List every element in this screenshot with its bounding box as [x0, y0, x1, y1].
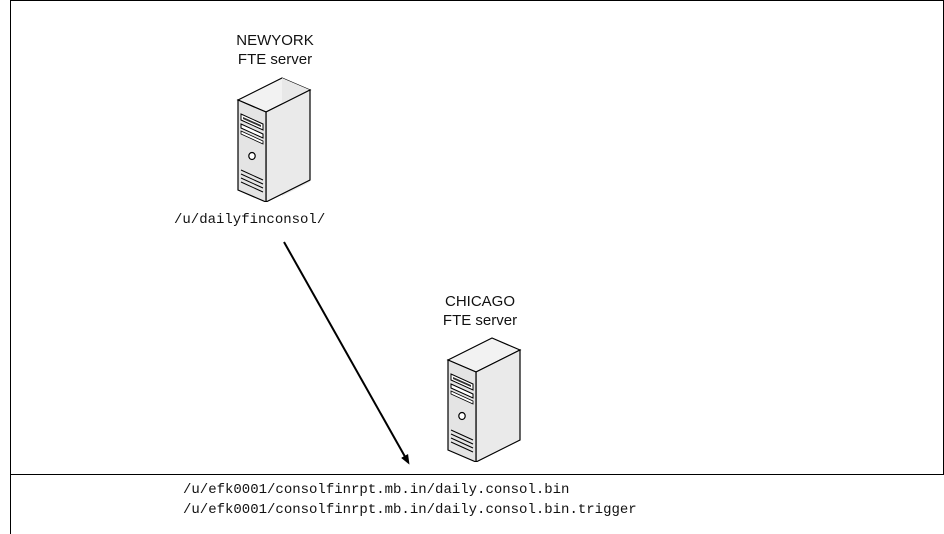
- frame-top-border: [10, 0, 944, 1]
- chicago-server-role: FTE server: [442, 312, 518, 329]
- newyork-server-icon: [232, 72, 314, 203]
- chicago-file-path: /u/efk0001/consolfinrpt.mb.in/daily.cons…: [183, 482, 570, 498]
- frame-bottom-border: [10, 474, 944, 475]
- newyork-server-label: NEWYORK FTE server: [220, 31, 330, 69]
- newyork-server-name: NEWYORK: [236, 32, 314, 49]
- chicago-trigger-file-path: /u/efk0001/consolfinrpt.mb.in/daily.cons…: [183, 502, 637, 518]
- newyork-server-role: FTE server: [237, 51, 313, 68]
- chicago-file-list: /u/efk0001/consolfinrpt.mb.in/daily.cons…: [183, 480, 637, 520]
- chicago-server-icon: [442, 332, 524, 463]
- frame-left-border: [10, 0, 11, 534]
- newyork-directory-path: /u/dailyfinconsol/: [174, 212, 326, 228]
- chicago-server-label: CHICAGO FTE server: [425, 292, 535, 330]
- chicago-server-name: CHICAGO: [444, 293, 515, 310]
